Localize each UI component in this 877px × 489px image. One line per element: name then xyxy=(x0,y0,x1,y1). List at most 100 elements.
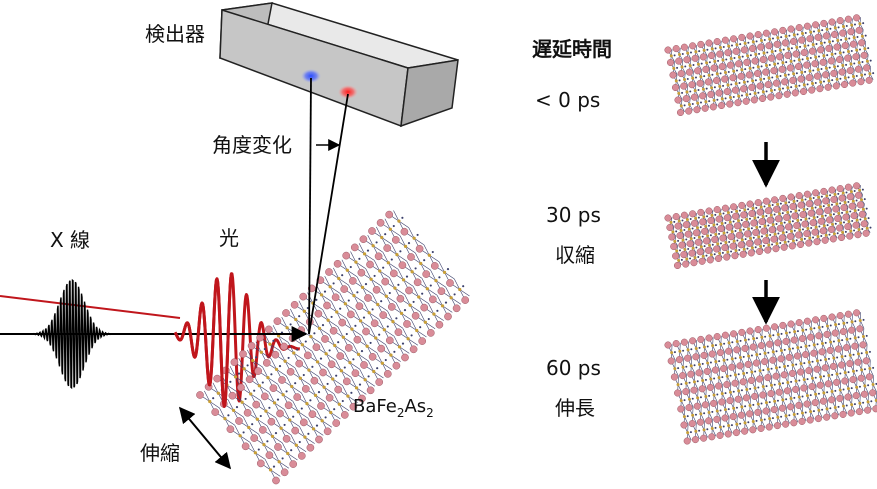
ba-atom xyxy=(841,377,849,385)
fe-atom xyxy=(778,382,782,386)
fe-atom xyxy=(449,296,453,300)
as-atom xyxy=(853,62,856,65)
ba-atom xyxy=(299,418,308,427)
as-atom xyxy=(808,217,811,220)
fe-atom xyxy=(761,385,765,389)
fe-atom xyxy=(765,64,768,67)
as-atom xyxy=(713,253,716,256)
as-atom xyxy=(272,339,275,342)
as-atom xyxy=(686,415,689,418)
fe-atom xyxy=(384,294,388,298)
ba-atom xyxy=(785,353,793,361)
ba-atom xyxy=(854,358,862,366)
ba-atom xyxy=(750,219,758,227)
as-atom xyxy=(697,216,700,219)
fe-atom xyxy=(442,270,447,275)
ba-atom xyxy=(688,249,696,257)
ba-atom xyxy=(705,334,713,342)
as-atom xyxy=(401,342,405,345)
ba-atom xyxy=(671,83,680,92)
ba-atom xyxy=(831,329,839,337)
as-atom xyxy=(257,448,260,451)
as-atom xyxy=(796,412,799,415)
material-formula-sub2: 2 xyxy=(426,406,434,420)
fe-atom xyxy=(868,366,872,370)
as-atom xyxy=(691,397,694,400)
ba-atom xyxy=(672,45,680,53)
ba-atom xyxy=(389,269,398,278)
as-atom xyxy=(343,366,346,369)
as-atom xyxy=(744,68,747,71)
ba-atom xyxy=(235,417,243,425)
as-atom xyxy=(812,197,815,200)
fe-atom xyxy=(317,326,322,331)
angle-change-label: 角度変化 xyxy=(212,133,292,157)
fe-atom xyxy=(713,59,717,63)
as-atom xyxy=(369,341,372,345)
ba-atom xyxy=(303,351,312,360)
fe-atom xyxy=(341,335,345,339)
as-atom xyxy=(378,333,381,336)
fe-atom xyxy=(676,383,680,387)
as-atom xyxy=(847,371,850,374)
fe-atom xyxy=(865,59,869,63)
fe-atom xyxy=(255,417,259,421)
ba-atom xyxy=(349,402,358,411)
as-atom xyxy=(812,69,815,72)
ba-atom xyxy=(258,426,267,434)
as-atom xyxy=(844,230,847,233)
as-atom xyxy=(862,318,865,321)
fe-atom xyxy=(871,382,875,386)
ba-atom xyxy=(381,277,390,286)
ba-atom xyxy=(854,65,862,73)
fe-atom xyxy=(415,328,419,333)
as-atom xyxy=(815,43,818,46)
ba-atom xyxy=(852,221,860,229)
fe-atom xyxy=(262,442,266,447)
ba-atom xyxy=(696,418,704,426)
ba-atom xyxy=(383,244,392,252)
fe-atom xyxy=(750,246,754,250)
ba-atom xyxy=(780,243,788,251)
ba-atom xyxy=(782,420,790,428)
as-atom xyxy=(858,385,861,388)
ba-atom xyxy=(810,349,818,357)
fe-atom xyxy=(757,235,761,239)
fe-atom xyxy=(734,82,738,86)
as-atom xyxy=(740,94,743,97)
ba-atom xyxy=(697,208,705,216)
ba-atom xyxy=(756,82,764,90)
as-atom xyxy=(734,230,737,233)
as-atom xyxy=(699,226,702,229)
fe-atom xyxy=(337,276,341,281)
ba-atom xyxy=(241,442,250,451)
as-atom xyxy=(729,374,732,377)
fe-atom xyxy=(691,413,695,417)
ba-atom xyxy=(701,104,709,112)
as-atom xyxy=(831,373,834,376)
fe-atom xyxy=(808,69,812,73)
as-atom xyxy=(673,54,676,57)
ba-atom xyxy=(245,375,254,384)
fe-atom xyxy=(715,409,719,413)
ba-atom xyxy=(803,61,811,69)
as-atom xyxy=(302,373,305,377)
as-atom xyxy=(298,440,301,444)
ba-atom xyxy=(687,370,695,378)
ba-atom xyxy=(836,17,844,25)
ba-atom xyxy=(317,402,325,410)
as-atom xyxy=(754,370,757,373)
ba-atom xyxy=(849,376,857,384)
fe-atom xyxy=(756,65,760,69)
as-atom xyxy=(453,293,456,296)
ba-atom xyxy=(366,260,374,269)
as-atom xyxy=(826,391,829,394)
as-atom xyxy=(828,233,831,236)
fe-atom xyxy=(801,328,805,332)
fe-atom xyxy=(715,72,719,76)
ba-atom xyxy=(831,412,839,420)
stage-2-time: 30 ps xyxy=(546,203,601,227)
ba-atom xyxy=(741,344,749,352)
fe-atom xyxy=(709,377,713,381)
fe-atom xyxy=(714,232,718,236)
